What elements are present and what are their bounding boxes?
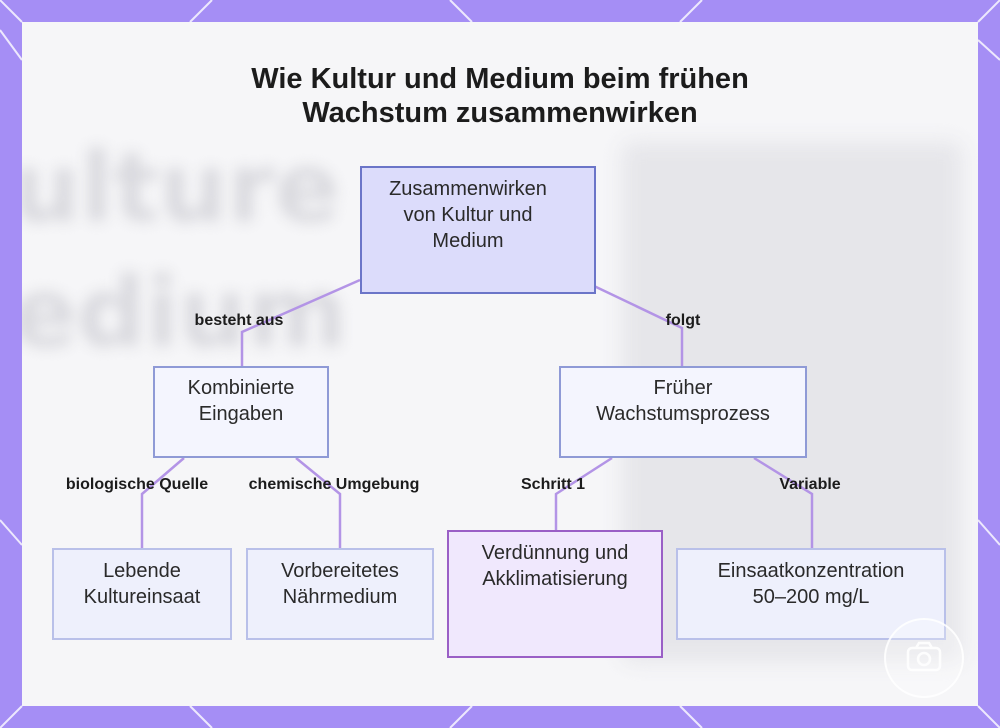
title-line-1: Wie Kultur und Medium beim frühen <box>251 63 749 95</box>
node-line: von Kultur und <box>403 204 533 226</box>
node-line: Verdünnung und <box>481 542 629 564</box>
node-combined-inputs: Kombinierte Eingaben <box>153 366 329 458</box>
node-line: Wachstumsprozess <box>596 403 770 425</box>
node-line: Lebende <box>103 560 181 582</box>
node-line: Nährmedium <box>282 586 398 608</box>
title-line-2: Wachstum zusammenwirken <box>302 97 698 129</box>
edge-label-variable: Variable <box>779 476 841 493</box>
edge-process-concentration <box>753 456 814 548</box>
node-line: Zusammenwirken <box>389 178 547 200</box>
node-line: Kultureinsaat <box>83 586 201 608</box>
camera-icon-glyph <box>906 641 942 672</box>
node-early-growth: Früher Wachstumsprozess <box>559 366 807 458</box>
edge-inputs-medium <box>295 457 342 548</box>
node-line: Medium <box>432 230 504 252</box>
node-line: 50–200 mg/L <box>752 586 870 608</box>
edge-label-consists-of: besteht aus <box>194 312 284 329</box>
node-line: Akklimatisierung <box>482 568 628 590</box>
diagram-title: Wie Kultur und Medium beim frühen Wachst… <box>22 62 978 130</box>
connector-lines <box>140 278 814 548</box>
node-prepared-medium: Vorbereitetes Nährmedium <box>246 548 434 640</box>
node-line: Eingaben <box>198 403 284 425</box>
diagram-card: ulture edium Wie Kultur und Medium beim … <box>22 22 978 706</box>
edge-inputs-culture <box>140 457 185 548</box>
edge-label-follows: folgt <box>665 312 701 329</box>
edge-label-step-1: Schritt 1 <box>520 476 586 493</box>
edge-root-process <box>593 284 684 368</box>
edge-label-chemical-environment: chemische Umgebung <box>248 476 420 493</box>
node-line: Einsaatkonzentration <box>717 560 905 582</box>
edge-process-dilution <box>554 456 613 530</box>
node-live-culture: Lebende Kultureinsaat <box>52 548 232 640</box>
node-line: Früher <box>653 377 713 399</box>
edge-label-biological-source: biologische Quelle <box>65 476 209 493</box>
edge-root-inputs <box>240 278 361 368</box>
camera-icon <box>884 618 964 698</box>
node-line: Kombinierte <box>187 377 295 399</box>
node-interaction: Zusammenwirken von Kultur und Medium <box>360 166 596 294</box>
node-line: Vorbereitetes <box>281 560 399 582</box>
node-dilution-acclimatization: Verdünnung und Akklimatisierung <box>447 530 663 658</box>
